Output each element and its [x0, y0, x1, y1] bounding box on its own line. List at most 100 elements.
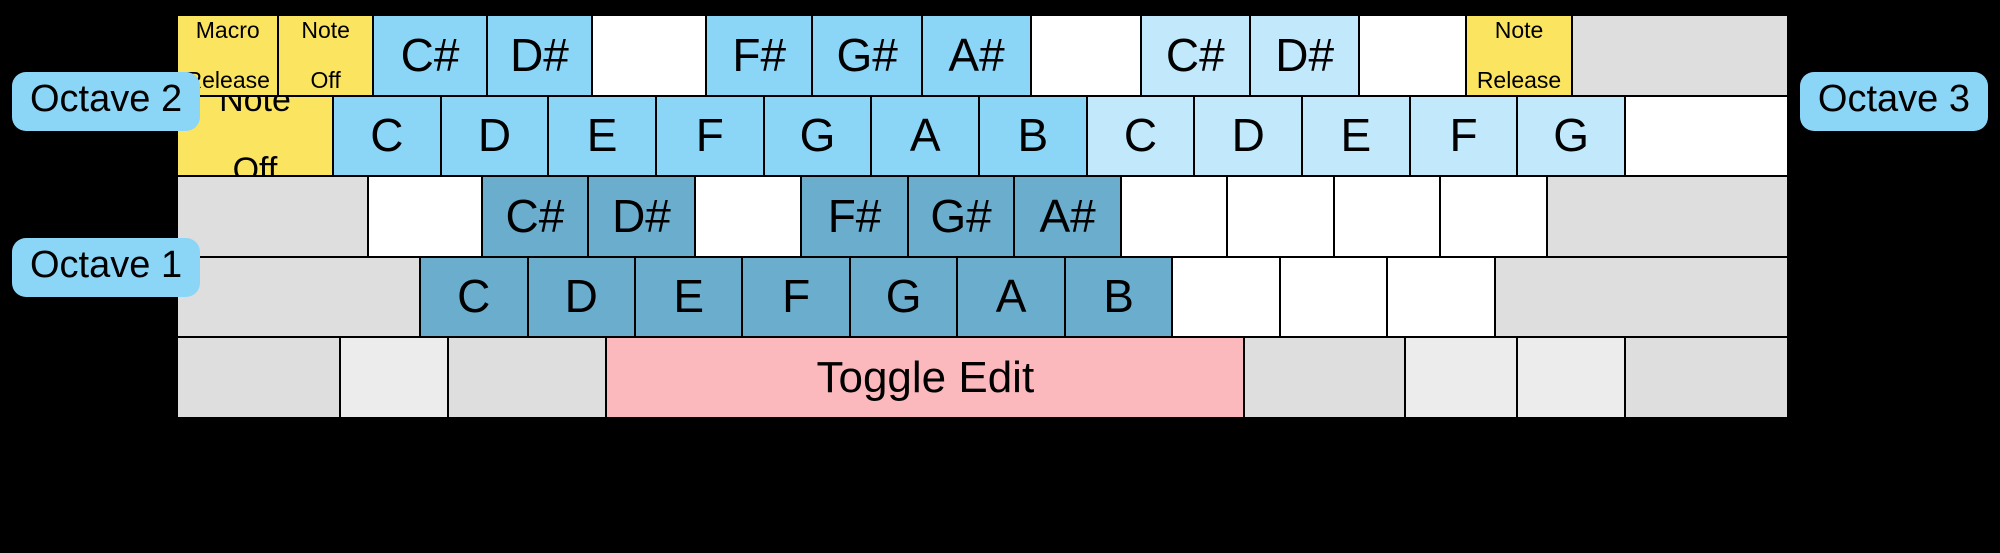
key-b[interactable]: B: [1065, 257, 1174, 337]
key-e[interactable]: E: [549, 96, 657, 176]
key-label-line: C#: [1165, 28, 1225, 81]
key-c[interactable]: C: [333, 96, 442, 176]
keyboard-row-modifier-row: Toggle Edit: [178, 338, 1787, 417]
key-g[interactable]: G: [850, 257, 959, 337]
key-label-line: D: [1231, 109, 1265, 162]
key-c-sharp[interactable]: C#: [373, 16, 489, 95]
key-label-line: B: [1103, 270, 1134, 323]
key-a[interactable]: A: [958, 257, 1066, 337]
key-label-line: F: [695, 109, 724, 162]
key-label-line: Macro: [195, 17, 260, 44]
key-c-sharp[interactable]: C#: [482, 177, 590, 256]
key-blank-1: [340, 338, 450, 417]
key-blank-6: [1517, 338, 1626, 417]
key-d[interactable]: D: [1195, 96, 1304, 176]
key-label-line: Off: [310, 66, 341, 93]
key-label-line: G#: [930, 189, 992, 242]
key-label-line: E: [1340, 109, 1372, 162]
key-label-line: F: [1449, 109, 1478, 162]
key-label-line: D#: [1275, 28, 1335, 81]
key-blank-0: [178, 257, 422, 337]
key-label-line: C: [1123, 109, 1158, 162]
key-label-line: Release: [1476, 66, 1562, 93]
key-label-line: B: [1017, 109, 1049, 162]
key-d-sharp[interactable]: D#: [589, 177, 696, 256]
key-blank-10: [1388, 257, 1496, 337]
key-b[interactable]: B: [980, 96, 1088, 176]
key-label-line: A: [995, 270, 1027, 323]
key-blank-8: [1121, 177, 1229, 256]
key-g-sharp[interactable]: G#: [908, 177, 1016, 256]
key-g[interactable]: G: [1518, 96, 1627, 176]
key-a-sharp[interactable]: A#: [1015, 177, 1122, 256]
key-blank-8: [1173, 257, 1281, 337]
key-label-line: Note: [219, 96, 291, 120]
key-blank-4: [592, 16, 708, 95]
key-label-line: A#: [1039, 189, 1096, 242]
key-blank-9: [1228, 177, 1335, 256]
key-d-sharp[interactable]: D#: [1251, 16, 1361, 95]
key-label-line: C#: [505, 189, 565, 242]
key-blank-12: [1547, 177, 1787, 256]
key-blank-8: [1032, 16, 1142, 95]
key-f[interactable]: F: [656, 96, 765, 176]
key-label-line: G: [799, 109, 836, 162]
key-a[interactable]: A: [872, 96, 980, 176]
key-label-line: F#: [732, 28, 787, 81]
key-f[interactable]: F: [743, 257, 851, 337]
key-blank-4: [695, 177, 803, 256]
key-blank-7: [1625, 338, 1787, 417]
key-toggle-edit[interactable]: Toggle Edit: [607, 338, 1246, 417]
key-blank-4: [1245, 338, 1407, 417]
key-label-line: E: [586, 109, 618, 162]
key-label-line: G: [885, 270, 922, 323]
key-d[interactable]: D: [528, 257, 636, 337]
key-d-sharp[interactable]: D#: [488, 16, 593, 95]
key-f[interactable]: F: [1410, 96, 1519, 176]
key-g-sharp[interactable]: G#: [813, 16, 923, 95]
key-blank-9: [1280, 257, 1389, 337]
key-label-line: C: [370, 109, 404, 162]
key-label-line: G: [1553, 109, 1590, 162]
key-e[interactable]: E: [636, 257, 744, 337]
key-label-line: D: [564, 270, 598, 323]
key-blank-13: [1626, 96, 1788, 176]
key-f-sharp[interactable]: F#: [707, 16, 814, 95]
key-c-sharp[interactable]: C#: [1141, 16, 1252, 95]
key-label-line: C#: [400, 28, 460, 81]
key-label-line: Note: [301, 17, 350, 44]
key-label-line: A#: [948, 28, 1005, 81]
key-label-line: F#: [827, 189, 882, 242]
key-label-line: D#: [612, 189, 671, 242]
key-f-sharp[interactable]: F#: [802, 177, 909, 256]
key-label-line: Off: [232, 151, 278, 176]
key-blank-11: [1441, 177, 1548, 256]
key-c[interactable]: C: [421, 257, 529, 337]
key-blank-2: [449, 338, 608, 417]
key-blank-10: [1334, 177, 1442, 256]
key-blank-11: [1495, 257, 1788, 337]
key-e[interactable]: E: [1303, 96, 1411, 176]
key-blank-0: [178, 338, 341, 417]
key-d[interactable]: D: [441, 96, 550, 176]
key-label-line: D#: [510, 28, 569, 81]
key-label-line: D: [477, 109, 512, 162]
key-c[interactable]: C: [1087, 96, 1196, 176]
key-g[interactable]: G: [764, 96, 873, 176]
key-blank-5: [1406, 338, 1518, 417]
keyboard-row-home-row: C# D# F# G# A#: [178, 177, 1787, 258]
key-a-sharp[interactable]: A#: [922, 16, 1033, 95]
key-blank-1: [369, 177, 483, 256]
octave-1-label: Octave 1: [12, 238, 201, 297]
octave-3-label: Octave 3: [1799, 72, 1988, 131]
key-label-line: E: [673, 270, 705, 323]
key-blank-0: [178, 177, 370, 256]
